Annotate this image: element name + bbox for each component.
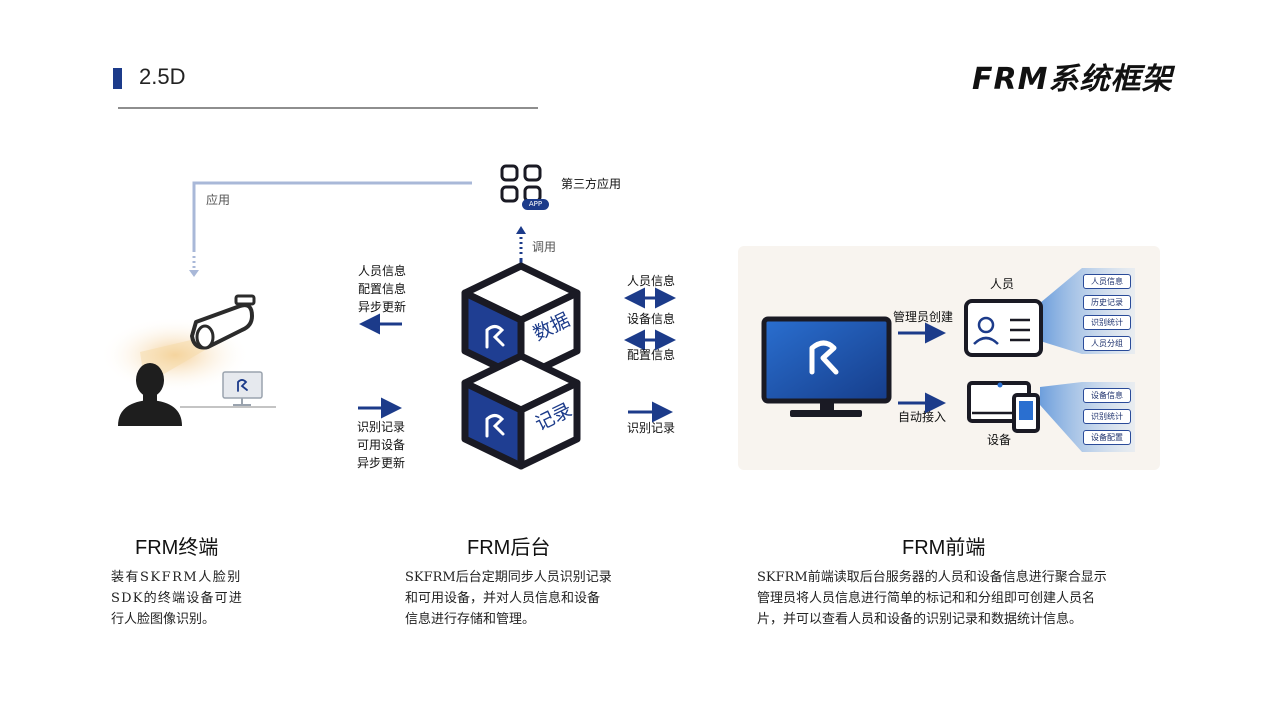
desc-line: 片，并可以查看人员和设备的识别记录和数据统计信息。 [757,612,1083,627]
column-title-frontend: FRM前端 [902,537,986,559]
left-out-labels: 识别记录 可用设备 异步更新 [357,418,405,472]
right-label-person-info: 人员信息 [627,274,676,288]
column-desc-backend: SKFRM后台定期同步人员识别记录 和可用设备，并对人员信息和设备 信息进行存储… [405,567,645,630]
person-label: 人员 [990,277,1015,291]
desc-line: 管理员将人员信息进行简单的标记和和分组即可创建人员名 [757,591,1096,606]
right-label-config-info: 配置信息 [627,348,676,362]
tag-device-recognition-stats: 识别统计 [1083,409,1131,424]
section-label: 2.5D [139,64,186,89]
data-cube [461,262,581,382]
person-info-beam [1040,268,1135,354]
brand-logo-icon [485,325,505,438]
desc-line: SKFRM后台定期同步人员识别记录 [405,570,612,585]
left-out-label: 可用设备 [357,438,406,452]
admin-create-label: 管理员创建 [893,310,954,324]
right-label-device-info: 设备信息 [627,312,676,326]
record-cube [461,352,581,470]
frontend-monitor-icon [761,316,892,417]
column-title-terminal: FRM终端 [135,537,219,559]
column-desc-terminal: 装有SKFRM人脸别 SDK的终端设备可进 行人脸图像识别。 [111,567,311,630]
left-in-labels: 人员信息 配置信息 异步更新 [358,262,406,316]
app-grid-icon [500,164,542,203]
apply-label: 应用 [206,193,231,207]
left-in-label: 异步更新 [358,300,407,314]
tag-person-group: 人员分组 [1083,336,1131,351]
invoke-label: 调用 [532,240,557,254]
desc-line: 装有SKFRM人脸别 [111,570,242,585]
desc-line: 行人脸图像识别。 [111,612,216,627]
app-badge [522,199,549,210]
person-silhouette-icon [118,363,182,426]
terminal-monitor-icon [222,371,263,406]
camera-icon [190,294,256,350]
column-title-backend: FRM后台 [467,537,551,559]
person-card-icon [964,299,1043,357]
section-divider [118,107,538,109]
page-title: FRM系统框架 [972,62,1173,97]
left-out-label: 异步更新 [357,456,406,470]
tag-device-info: 设备信息 [1083,388,1131,403]
device-label: 设备 [987,433,1012,447]
tag-person-info: 人员信息 [1083,274,1131,289]
right-sync-arrows [624,287,676,351]
third-party-app-label: 第三方应用 [561,177,622,191]
left-out-label: 识别记录 [357,420,406,434]
device-icon [967,381,1040,433]
desc-line: 信息进行存储和管理。 [405,612,536,627]
column-desc-frontend: SKFRM前端读取后台服务器的人员和设备信息进行聚合显示 管理员将人员信息进行简… [757,567,1157,630]
tag-device-config: 设备配置 [1083,430,1131,445]
tag-history-records: 历史记录 [1083,295,1131,310]
left-in-label: 人员信息 [358,264,407,278]
app-badge-text: APP [528,200,543,208]
auto-access-label: 自动接入 [898,410,947,424]
right-label-recognition-record: 识别记录 [627,421,676,435]
tag-recognition-stats: 识别统计 [1083,315,1131,330]
section-marker [113,68,122,89]
desc-line: SKFRM前端读取后台服务器的人员和设备信息进行聚合显示 [757,570,1107,585]
left-in-label: 配置信息 [358,282,407,296]
apply-connector [189,181,472,277]
desc-line: SDK的终端设备可进 [111,591,244,606]
desc-line: 和可用设备，并对人员信息和设备 [405,591,601,606]
